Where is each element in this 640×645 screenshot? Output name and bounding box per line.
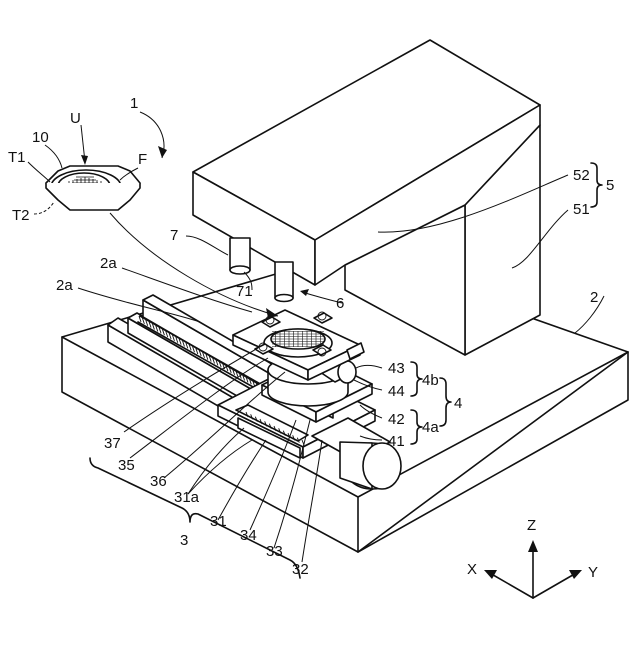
label-4: 4 xyxy=(454,395,462,412)
label-1: 1 xyxy=(130,95,138,112)
wafer-frame-inset xyxy=(46,166,140,210)
label-36: 36 xyxy=(150,473,167,490)
axis-label-x: X xyxy=(467,561,477,578)
label-5: 5 xyxy=(606,177,614,194)
axis-x-arrow xyxy=(488,572,533,598)
objective-tip xyxy=(275,295,293,302)
coordinate-axes xyxy=(484,540,582,598)
label-10: 10 xyxy=(32,129,49,146)
label-52: 52 xyxy=(573,167,590,184)
axis-y-arrow xyxy=(533,572,578,598)
label-T1: T1 xyxy=(8,149,26,166)
label-71: 71 xyxy=(236,283,253,300)
label-6: 6 xyxy=(336,295,344,312)
label-2a-left: 2a xyxy=(56,277,73,294)
label-43: 43 xyxy=(388,360,405,377)
label-41: 41 xyxy=(388,433,405,450)
label-T2: T2 xyxy=(12,207,30,224)
label-U: U xyxy=(70,110,81,127)
label-44: 44 xyxy=(388,383,405,400)
label-31: 31 xyxy=(210,513,227,530)
label-F: F xyxy=(138,151,147,168)
axis-label-z: Z xyxy=(527,517,536,534)
objective-body xyxy=(275,262,293,298)
label-3: 3 xyxy=(180,532,188,549)
label-7: 7 xyxy=(170,227,178,244)
label-34: 34 xyxy=(240,527,257,544)
camera-lens-71 xyxy=(230,266,250,274)
wafer-grid xyxy=(272,331,324,347)
objective-6 xyxy=(275,262,293,302)
label-33: 33 xyxy=(266,543,283,560)
axis-label-y: Y xyxy=(588,564,598,581)
label-51: 51 xyxy=(573,201,590,218)
label-2: 2 xyxy=(590,289,598,306)
label-37: 37 xyxy=(104,435,121,452)
label-4a: 4a xyxy=(422,419,439,436)
label-31a: 31a xyxy=(174,489,200,506)
label-2a-top: 2a xyxy=(100,255,117,272)
label-42: 42 xyxy=(388,411,405,428)
label-35: 35 xyxy=(118,457,135,474)
label-4b: 4b xyxy=(422,372,439,389)
camera-7 xyxy=(230,238,250,274)
label-32: 32 xyxy=(292,561,309,578)
